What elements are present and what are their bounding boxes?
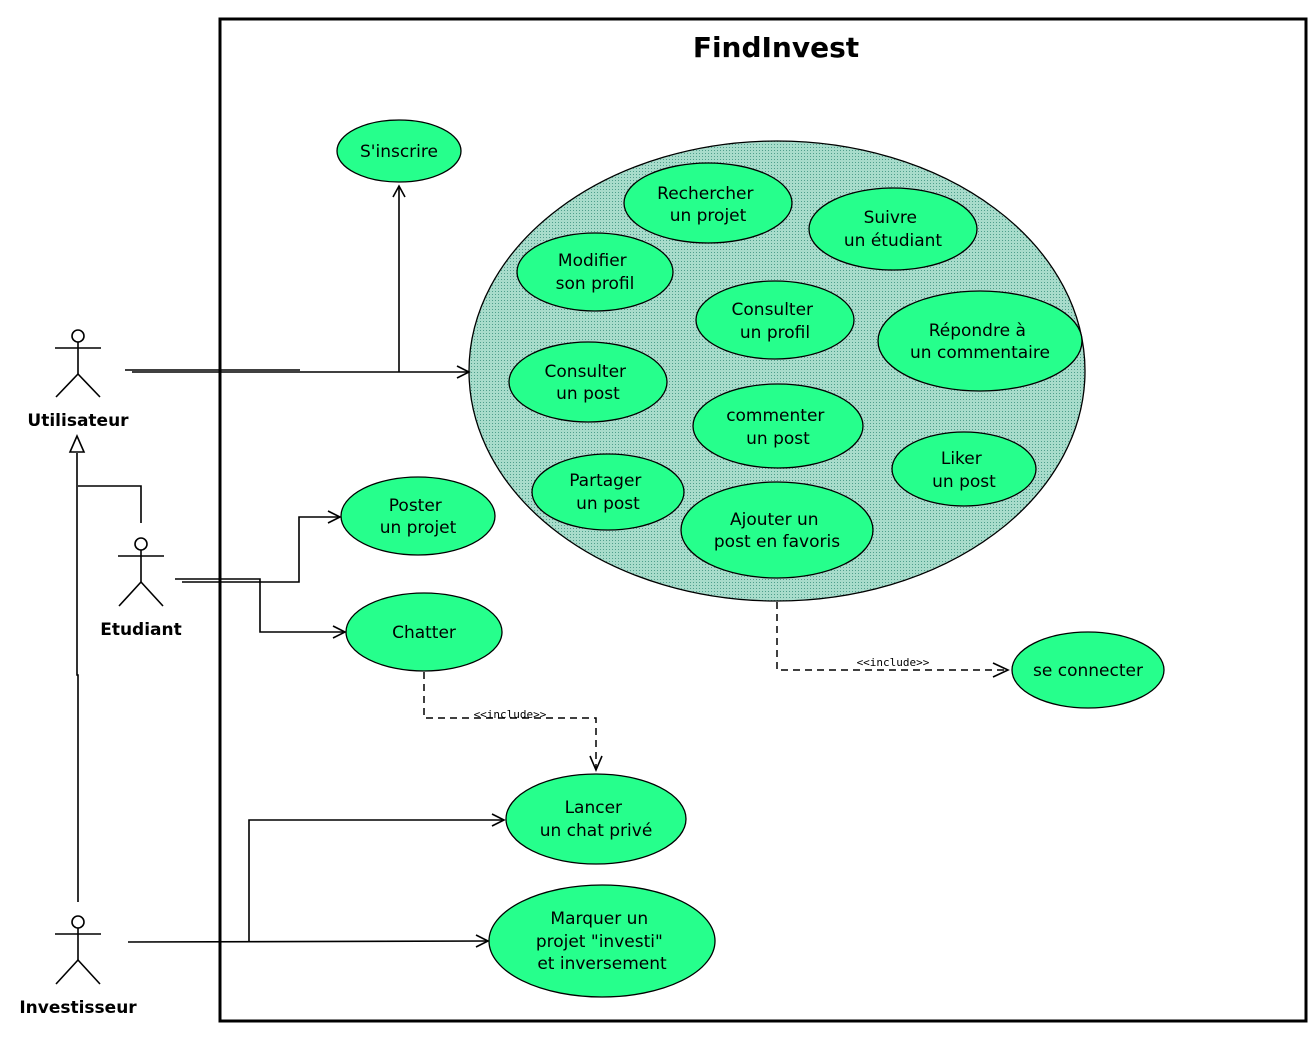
svg-text:Chatter: Chatter bbox=[392, 623, 456, 643]
svg-text:Liker un post: Liker un post bbox=[932, 449, 996, 492]
uc-line: commenter bbox=[726, 406, 824, 426]
uc-line: Lancer bbox=[565, 798, 622, 818]
use-case-modifier-profil[interactable]: Modifier son profil bbox=[516, 232, 674, 312]
actor-investisseur[interactable]: Investisseur bbox=[19, 915, 137, 1018]
svg-text:Suivre un étudiant: Suivre un étudiant bbox=[844, 208, 943, 251]
uc-line: un projet bbox=[380, 518, 457, 538]
uc-line: Chatter bbox=[392, 623, 456, 643]
use-case-chatter[interactable]: Chatter bbox=[345, 592, 503, 672]
use-case-poster-projet[interactable]: Poster un projet bbox=[340, 476, 496, 556]
use-case-lancer-chat[interactable]: Lancer un chat privé bbox=[505, 773, 687, 865]
investisseur-to-lancer-line bbox=[248, 819, 504, 941]
stick-figure-icon bbox=[55, 915, 101, 985]
uc-line: Rechercher bbox=[657, 184, 753, 204]
include-connect-label: <<include>> bbox=[857, 656, 930, 669]
uc-line: Modifier bbox=[558, 251, 627, 271]
svg-text:Répondre à un commentair: Répondre à un commentaire bbox=[910, 321, 1050, 363]
association-lines bbox=[68, 184, 1010, 948]
uc-line: un post bbox=[932, 472, 996, 492]
use-case-repondre-commentaire[interactable]: Répondre à un commentaire bbox=[877, 290, 1083, 392]
include-chat-label: <<include>> bbox=[474, 708, 547, 721]
uc-line: S'inscrire bbox=[360, 142, 438, 162]
actor-label-etudiant: Etudiant bbox=[100, 620, 182, 640]
actor-etudiant[interactable]: Etudiant bbox=[100, 537, 182, 640]
use-case-partager-post[interactable]: Partager un post bbox=[531, 453, 685, 531]
generalization-etudiant-line bbox=[78, 485, 142, 523]
uc-line: projet "investi" bbox=[536, 932, 663, 952]
uc-line: un post bbox=[576, 494, 640, 514]
svg-text:commenter un post: commenter un post bbox=[726, 406, 830, 449]
uc-line: et inversement bbox=[537, 954, 667, 974]
etudiant-to-chatter-line bbox=[175, 578, 345, 633]
uc-line: Consulter bbox=[545, 362, 627, 382]
uc-line: Partager bbox=[569, 471, 641, 491]
svg-text:se connecter: se connecter bbox=[1033, 661, 1143, 681]
uc-line: un post bbox=[746, 429, 810, 449]
include-connect-line bbox=[776, 602, 1008, 671]
arrow-head-lancer-include bbox=[589, 755, 603, 773]
etudiant-to-poster-line bbox=[182, 516, 340, 583]
arrow-head-connect bbox=[992, 662, 1010, 678]
uc-line: Suivre bbox=[864, 208, 917, 228]
stick-figure-icon bbox=[55, 329, 101, 398]
uc-line: se connecter bbox=[1033, 661, 1143, 681]
arrow-head-marquer bbox=[475, 934, 490, 948]
use-case-commenter-post[interactable]: commenter un post bbox=[692, 383, 864, 469]
use-case-se-connecter[interactable]: se connecter bbox=[1011, 631, 1165, 709]
uc-line: Consulter bbox=[732, 300, 814, 320]
svg-text:Ajouter un post en favor: Ajouter un post en favoris bbox=[714, 510, 840, 552]
uc-line: Ajouter un bbox=[730, 510, 819, 530]
stick-figure-icon bbox=[118, 537, 164, 607]
arrow-head-poster bbox=[327, 510, 342, 524]
svg-text:Marquer un projet "inves: Marquer un projet "investi" et inverseme… bbox=[536, 909, 668, 974]
uc-line: un chat privé bbox=[540, 821, 653, 841]
actor-label-investisseur: Investisseur bbox=[19, 998, 137, 1018]
svg-text:Modifier son profil: Modifier son profil bbox=[556, 251, 635, 294]
uc-line: un étudiant bbox=[844, 231, 943, 251]
uc-line: un projet bbox=[670, 206, 747, 226]
svg-text:Partager un post: Partager un post bbox=[569, 471, 647, 514]
arrow-head-lancer bbox=[491, 813, 506, 827]
svg-text:Consulter un profil: Consulter un profil bbox=[732, 300, 819, 343]
uc-line: un post bbox=[556, 384, 620, 404]
use-case-consulter-post[interactable]: Consulter un post bbox=[508, 341, 668, 423]
system-title: FindInvest bbox=[693, 31, 859, 64]
generalization-triangle bbox=[68, 434, 86, 453]
arrow-head-chatter bbox=[332, 625, 347, 639]
uc-line: Liker bbox=[941, 449, 982, 469]
use-case-consulter-profil[interactable]: Consulter un profil bbox=[695, 280, 855, 360]
use-case-marquer-investi[interactable]: Marquer un projet "investi" et inverseme… bbox=[488, 884, 716, 998]
svg-text:Rechercher un projet: Rechercher un projet bbox=[657, 184, 759, 226]
arrow-head-group bbox=[456, 365, 471, 379]
uc-line: Répondre à bbox=[929, 321, 1026, 341]
uc-line: son profil bbox=[556, 274, 635, 294]
arrow-head-sinscrire bbox=[392, 184, 406, 198]
use-case-rechercher-projet[interactable]: Rechercher un projet bbox=[623, 162, 793, 244]
actor-label-utilisateur: Utilisateur bbox=[27, 411, 129, 431]
include-chat-line bbox=[423, 672, 597, 770]
use-case-ajouter-favoris[interactable]: Ajouter un post en favoris bbox=[680, 481, 874, 579]
uc-line: un commentaire bbox=[910, 343, 1050, 363]
uc-line: post en favoris bbox=[714, 532, 840, 552]
uc-line: Marquer un bbox=[550, 909, 648, 929]
svg-text:S'inscrire: S'inscrire bbox=[360, 142, 438, 162]
actor-utilisateur[interactable]: Utilisateur bbox=[27, 329, 129, 431]
generalization-investisseur-line bbox=[76, 453, 79, 902]
svg-text:Poster un projet: Poster un projet bbox=[380, 496, 457, 538]
use-case-sinscrire[interactable]: S'inscrire bbox=[336, 119, 462, 183]
use-case-suivre-etudiant[interactable]: Suivre un étudiant bbox=[808, 187, 978, 271]
uc-line: un profil bbox=[740, 323, 810, 343]
uc-line: Poster bbox=[389, 496, 442, 516]
use-case-liker-post[interactable]: Liker un post bbox=[891, 431, 1037, 507]
system-boundary bbox=[218, 17, 1308, 1023]
investisseur-to-marquer-line bbox=[127, 940, 489, 943]
svg-text:Lancer un chat privé: Lancer un chat privé bbox=[540, 798, 653, 841]
svg-text:Consulter un post: Consulter un post bbox=[545, 362, 632, 404]
